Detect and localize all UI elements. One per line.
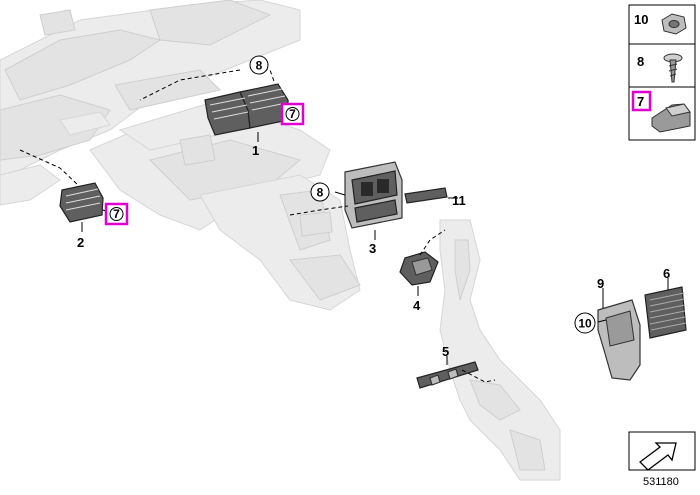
arrow-icon — [639, 442, 677, 471]
part-6-grille[interactable] — [644, 286, 687, 339]
orientation-arrow-box — [628, 431, 696, 471]
callout-8-vents: 8 — [249, 55, 269, 75]
fastener-legend: 10 8 7 — [628, 4, 696, 141]
part-11-strip[interactable] — [404, 187, 448, 204]
callout-11: 11 — [452, 193, 466, 208]
legend-highlight-7 — [631, 90, 652, 112]
callout-9: 9 — [597, 276, 604, 291]
part-3-rear-vent[interactable] — [344, 161, 403, 229]
callout-2: 2 — [77, 235, 84, 250]
part-9-housing[interactable] — [597, 299, 641, 381]
callout-6: 6 — [663, 266, 670, 281]
callout-8-rear-vent: 8 — [310, 182, 330, 202]
nut-icon — [661, 13, 687, 35]
svg-text:7: 7 — [113, 207, 120, 221]
part-5-bracket[interactable] — [416, 361, 479, 389]
callout-3: 3 — [369, 241, 376, 256]
legend-label-10: 10 — [634, 12, 648, 27]
b-pillar-ghost — [439, 219, 561, 481]
part-1-center-vents[interactable] — [204, 83, 289, 136]
part-4-clip[interactable] — [399, 251, 439, 286]
callout-5: 5 — [442, 344, 449, 359]
diagram-id: 531180 — [643, 476, 679, 488]
callout-1: 1 — [252, 143, 259, 158]
legend-label-7: 7 — [637, 94, 644, 109]
clip-icon — [651, 103, 691, 133]
callout-10-housing: 10 — [574, 312, 596, 334]
dashboard-ghost — [0, 0, 301, 206]
svg-text:7: 7 — [289, 107, 296, 121]
svg-text:10: 10 — [578, 317, 592, 331]
screw-icon — [663, 53, 683, 83]
callout-4: 4 — [413, 298, 421, 313]
callout-7-highlight-side-vent: 7 — [104, 202, 129, 226]
svg-text:8: 8 — [317, 186, 324, 200]
part-2-side-vent[interactable] — [59, 182, 104, 223]
svg-text:8: 8 — [256, 59, 263, 73]
legend-label-8: 8 — [637, 54, 644, 69]
callout-7-highlight-vents: 7 — [280, 102, 305, 126]
